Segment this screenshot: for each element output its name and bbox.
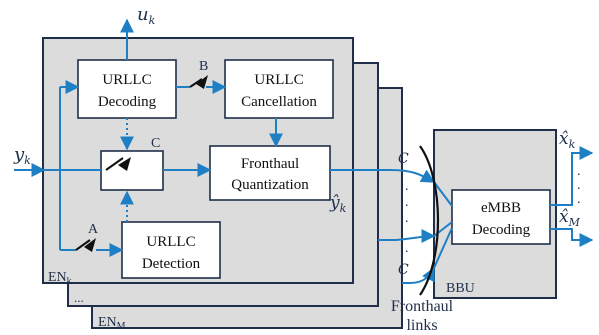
fronthaul-link-bot: [409, 266, 435, 284]
xhat-m-label: x̂M: [559, 207, 581, 229]
switch-b-label: B: [199, 59, 208, 74]
urllc-cancellation-text-2: Cancellation: [241, 94, 317, 110]
vdot-right-3: .: [577, 192, 581, 207]
bbu-to-embb-top: [433, 181, 453, 207]
urllc-cancellation-text-1: URLLC: [254, 72, 303, 88]
fronthaul-link-mid: [395, 229, 436, 244]
switch-a-label: A: [88, 222, 99, 237]
en-k-label: ENk: [48, 270, 72, 287]
embb-decoding-text-2: Decoding: [472, 222, 531, 238]
urllc-decoding-text-2: Decoding: [98, 94, 157, 110]
xhat-k-label: x̂k: [559, 129, 576, 151]
embb-decoding-text-1: eMBB: [481, 200, 521, 216]
switch-a-icon: [75, 238, 96, 252]
vdot-left-2: .: [405, 195, 409, 210]
fronthaul-quantization-text-2: Quantization: [231, 177, 309, 193]
bbu-to-embb-bot: [433, 227, 453, 269]
vdot-right-1: .: [577, 164, 581, 179]
bbu-label: BBU: [446, 281, 475, 296]
en-dots-label: ...: [74, 290, 84, 305]
capacity-label-top: C: [398, 151, 409, 167]
fronthaul-quantization-text-1: Fronthaul: [241, 156, 299, 172]
urllc-decoding-text-1: URLLC: [102, 72, 151, 88]
switch-c-block: [100, 150, 164, 191]
vdot-left-3: .: [405, 211, 409, 226]
capacity-label-bottom: C: [398, 262, 409, 278]
fronthaul-links-label-2: links: [406, 317, 437, 334]
en-m-label: ENM: [98, 315, 126, 332]
switch-c-label: C: [151, 136, 160, 151]
fronthaul-links-label-1: Fronthaul: [391, 298, 454, 315]
urllc-detection-text-2: Detection: [142, 256, 201, 272]
vdot-right-2: .: [577, 178, 581, 193]
fronthaul-link-top: [389, 169, 436, 183]
urllc-detection-text-1: URLLC: [146, 234, 195, 250]
embb-output-m: [550, 228, 594, 247]
fronthaul-quantization-block: [209, 145, 331, 201]
vdot-left-1: .: [405, 179, 409, 194]
yk-label: yk: [13, 144, 31, 167]
uk-label: uk: [137, 4, 156, 27]
embb-output-k: [550, 146, 594, 206]
switch-c-icon: [105, 157, 131, 171]
switch-b-icon: [189, 75, 208, 89]
vdot-left-4: .: [405, 241, 409, 256]
embb-decoding-block: [451, 189, 551, 245]
yhat-k-label: ŷk: [329, 193, 347, 215]
fronthaul-links-bracket: [419, 145, 439, 296]
